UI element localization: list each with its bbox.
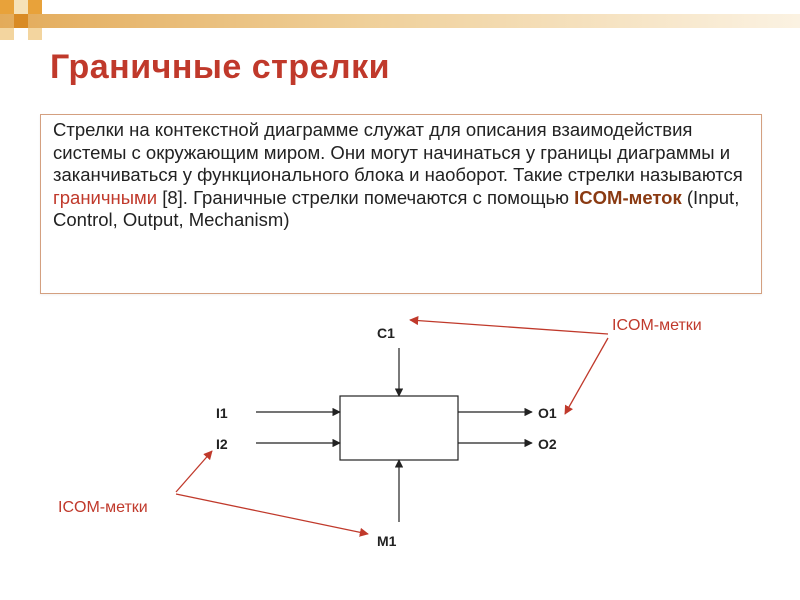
callout-arrow-to-c1 [409,316,609,335]
callout-label-top-right: ICOM-метки [612,317,702,334]
highlight-icom: ICOM-меток [574,186,682,208]
callout-arrow-to-i2 [175,450,213,493]
description-part-3: (Input, Control, Output, Mechanism) [53,186,740,231]
description-box: Стрелки на контекстной диаграмме служат … [40,114,762,294]
deco-square-1 [0,0,14,14]
label-c1: C1 [377,325,395,341]
deco-square-4 [14,14,28,28]
label-i1: I1 [216,405,228,421]
deco-square-5 [0,28,14,40]
highlight-boundary: граничными [53,186,158,208]
label-m1: M1 [377,533,397,549]
deco-square-6 [28,28,42,40]
callout-arrow-to-o1 [564,337,609,415]
header-band [0,14,800,28]
deco-square-2 [14,0,28,14]
callout-label-bottom-left: ICOM-метки [58,499,148,516]
decorative-header [0,0,800,40]
description-text: Стрелки на контекстной диаграмме служат … [53,119,761,232]
icom-diagram: C1 I1 I2 O1 O2 M1 ICOM-метки ICOM-метки [58,316,702,549]
label-o2: O2 [538,436,557,452]
callout-arrow-to-m1 [175,493,369,537]
label-o1: O1 [538,405,557,421]
description-part-1: Стрелки на контекстной диаграмме служат … [53,119,743,185]
function-block [339,395,459,461]
deco-square-3 [28,0,42,14]
page-title: Граничные стрелки [50,48,391,86]
description-part-2: [8]. Граничные стрелки помечаются с помо… [157,186,575,208]
label-i2: I2 [216,436,228,452]
